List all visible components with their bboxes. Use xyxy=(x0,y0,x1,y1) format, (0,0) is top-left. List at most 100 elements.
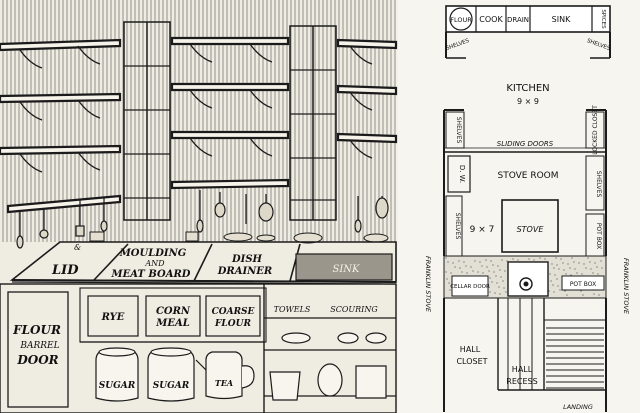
plan-cell-spices: SPICES xyxy=(600,9,606,29)
flour-label-line1: FLOUR xyxy=(12,323,61,337)
stipple-dot xyxy=(502,280,504,282)
stipple-dot xyxy=(587,257,589,259)
stipple-dot xyxy=(491,281,493,283)
plan-cellar-door: CELLAR DOOR xyxy=(450,284,490,290)
plan-franklin-stove-left: FRANKLIN STOVE xyxy=(424,256,432,313)
stipple-dot xyxy=(589,261,591,263)
stipple-dot xyxy=(585,267,587,269)
right-window xyxy=(289,25,337,221)
stipple-dot xyxy=(506,260,508,262)
stipple-dot xyxy=(485,259,487,261)
stipple-dot xyxy=(528,258,530,260)
stipple-dot xyxy=(503,287,505,289)
coarse-flour-label-line2: FLOUR xyxy=(214,319,251,329)
flour-label-line3: DOOR xyxy=(16,353,58,367)
plan-franklin-stove-right: FRANKLIN STOVE xyxy=(622,258,630,315)
stipple-dot xyxy=(601,267,603,269)
stipple-dot xyxy=(592,272,594,274)
plan-pot-box-upper: POT BOX xyxy=(595,223,602,249)
stipple-dot xyxy=(567,263,569,265)
stipple-dot xyxy=(554,274,556,276)
plan-shelves-left-mid: SHELVES xyxy=(454,213,461,240)
corn-meal-label-line1: CORN xyxy=(156,306,191,317)
plan-cell-flour: FLOUR xyxy=(450,16,472,24)
stipple-dot xyxy=(557,285,559,287)
dish-drainer-label-line1: DISH xyxy=(231,254,263,265)
plan-background xyxy=(398,0,640,413)
stipple-dot xyxy=(548,290,550,292)
top-counter-strip xyxy=(445,5,611,59)
stipple-dot xyxy=(461,271,463,273)
plan-kitchen-size: 9 × 9 xyxy=(517,97,539,106)
stipple-dot xyxy=(465,265,467,267)
stipple-dot xyxy=(551,263,553,265)
plan-cell-drain: DRAIN xyxy=(507,16,529,24)
stipple-dot xyxy=(452,262,454,264)
stipple-dot xyxy=(565,273,567,275)
plan-sliding-doors: SLIDING DOORS xyxy=(497,140,554,148)
stipple-dot xyxy=(499,269,501,271)
stipple-dot xyxy=(477,271,479,273)
plan-cell-sink: SINK xyxy=(552,15,571,24)
rye-label: RYE xyxy=(101,312,125,323)
stipple-dot xyxy=(490,260,492,262)
stipple-dot xyxy=(470,266,472,268)
stipple-dot xyxy=(533,259,535,261)
stipple-dot xyxy=(594,262,596,264)
moulding-label-line2: AND xyxy=(144,259,165,268)
stipple-dot xyxy=(590,268,592,270)
stipple-dot xyxy=(553,291,555,293)
stipple-dot xyxy=(597,273,599,275)
stipple-dot xyxy=(493,271,495,273)
stipple-dot xyxy=(570,274,572,276)
stipple-dot xyxy=(560,258,562,260)
stipple-dot xyxy=(549,273,551,275)
coarse-flour-label-line1: COARSE xyxy=(212,307,255,317)
flour-barrel-circle xyxy=(449,7,473,31)
stipple-dot xyxy=(499,293,501,295)
flue-circle xyxy=(519,277,533,291)
stipple-dot xyxy=(447,261,449,263)
left-window xyxy=(123,21,171,221)
lower-shelf-jars xyxy=(95,332,387,402)
stipple-dot xyxy=(482,272,484,274)
plan-hall-closet-line1: HALL xyxy=(460,345,481,354)
stipple-dot xyxy=(553,267,555,269)
stipple-dot xyxy=(556,264,558,266)
stipple-dot xyxy=(596,266,598,268)
stipple-dot xyxy=(489,277,491,279)
corn-meal-label-line2: MEAL xyxy=(155,318,189,329)
stipple-dot xyxy=(458,260,460,262)
stipple-dot xyxy=(558,268,560,270)
rye-bin xyxy=(87,295,139,337)
moulding-label-line1: MOULDING xyxy=(119,248,187,259)
plan-locked-closet: LOCKED CLOSET xyxy=(592,105,599,155)
hall-area xyxy=(443,298,607,412)
tea-jar-label: TEA xyxy=(215,378,233,388)
lid-mark: & xyxy=(74,243,81,252)
plan-shelves-upper-left: SHELVES xyxy=(455,117,462,144)
plan-stove-box xyxy=(501,199,559,253)
plan-room-size: 9 × 7 xyxy=(470,225,495,235)
plan-dw: D. W. xyxy=(458,165,466,183)
cabinet-front xyxy=(0,283,397,413)
stipple-dot xyxy=(494,292,496,294)
stipple-dot xyxy=(474,260,476,262)
stipple-dot xyxy=(492,264,494,266)
stipple-dot xyxy=(559,289,561,291)
plan-landing: LANDING xyxy=(563,403,593,411)
plan-hall-closet-line2: CLOSET xyxy=(456,357,487,366)
stipple-dot xyxy=(454,266,456,268)
sink-label: SINK xyxy=(332,264,360,275)
stipple-dot xyxy=(501,259,503,261)
flour-barrel-door xyxy=(7,291,69,408)
stipple-dot xyxy=(481,265,483,267)
stipple-dot xyxy=(505,291,507,293)
stipple-dot xyxy=(582,294,584,296)
plan-pot-box-lower: POT BOX xyxy=(570,281,596,288)
stipple-dot xyxy=(446,278,448,280)
stipple-dot xyxy=(539,257,541,259)
stipple-dot xyxy=(600,260,602,262)
stipple-dot xyxy=(562,262,564,264)
plan-hall-recess-line1: HALL xyxy=(512,365,533,374)
